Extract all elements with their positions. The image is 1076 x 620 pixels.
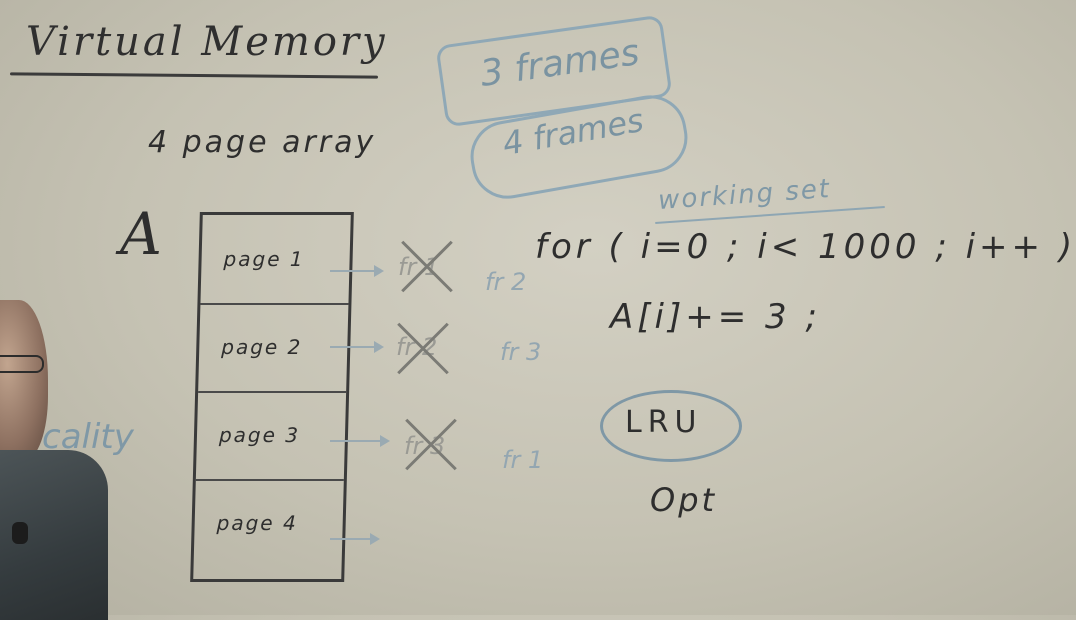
page-cell: page 3 — [195, 391, 347, 481]
lru-label: LRU — [625, 405, 703, 440]
working-set-label: working set — [657, 173, 832, 217]
page-cell: page 4 — [194, 479, 344, 567]
cross-out-mark — [400, 414, 462, 476]
cross-out-mark — [392, 318, 454, 380]
lecturer-head — [0, 300, 48, 460]
glasses-icon — [0, 355, 44, 373]
page-1-arrow — [330, 265, 384, 277]
page-label: page 1 — [223, 247, 305, 271]
cross-out-mark — [396, 236, 458, 298]
lru-circle — [600, 390, 742, 462]
locality-partial-word: cality — [42, 417, 134, 457]
code-body-line: A[i]+= 3 ; — [610, 297, 821, 337]
opt-label: Opt — [650, 481, 718, 519]
new-frame-label: fr 3 — [500, 338, 542, 366]
microphone-icon — [12, 522, 28, 544]
code-loop-line: for ( i=0 ; i< 1000 ; i++ ) — [535, 227, 1076, 267]
new-frame-label: fr 2 — [485, 268, 527, 296]
board-title: Virtual Memory — [26, 19, 388, 65]
page-cell: page 1 — [200, 215, 351, 305]
page-3-arrow — [330, 435, 390, 447]
array-name: A — [120, 200, 162, 268]
page-cell: page 2 — [198, 303, 349, 393]
page-label: page 3 — [218, 423, 301, 447]
whiteboard: Virtual Memory 4 page array A 3 frames 4… — [0, 0, 1052, 615]
new-frame-label: fr 1 — [502, 446, 544, 474]
title-underline — [9, 72, 379, 79]
page-array-box: page 1 page 2 page 3 page 4 — [190, 212, 354, 582]
page-4-arrow — [330, 533, 380, 545]
page-2-arrow — [330, 341, 384, 353]
lecturer — [0, 300, 115, 620]
array-description: 4 page array — [148, 125, 377, 160]
page-label: page 4 — [216, 511, 299, 535]
page-label: page 2 — [220, 335, 303, 359]
